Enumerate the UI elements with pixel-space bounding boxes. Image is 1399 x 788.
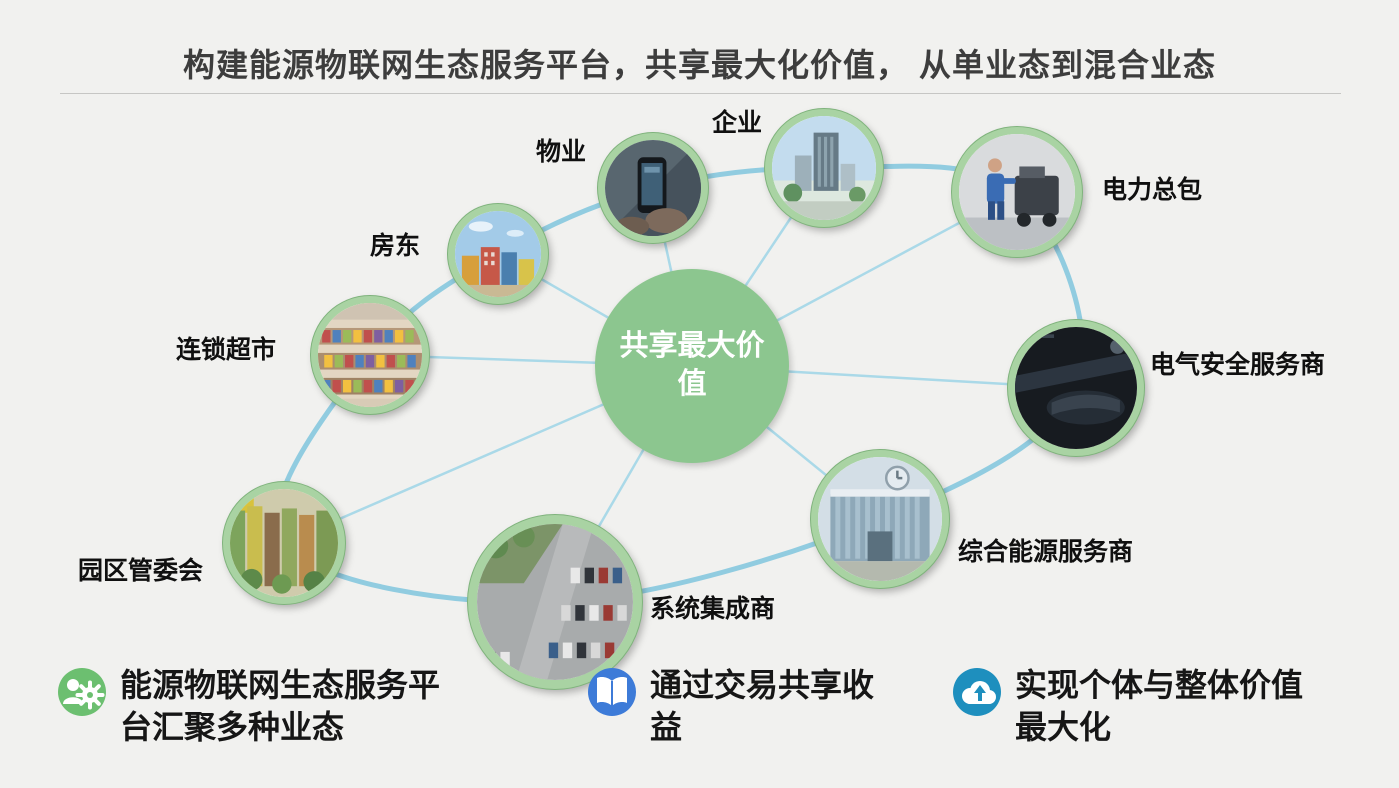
cloud-upload-icon xyxy=(953,668,1001,716)
center-label: 共享最大价值 xyxy=(619,330,765,400)
legend-text-trade: 通过交易共享收益 xyxy=(650,667,875,746)
node-enterprise xyxy=(765,109,883,227)
node-label-landlord: 房东 xyxy=(370,232,421,260)
node-label-park-committee: 园区管委会 xyxy=(78,557,204,585)
node-electrical-safety xyxy=(1008,320,1144,456)
legend-item-value: 实现个体与整体价值最大化 xyxy=(953,664,1315,748)
title-divider xyxy=(60,93,1341,94)
legend-text-value: 实现个体与整体价值最大化 xyxy=(1015,667,1304,746)
node-label-chain-supermarket: 连锁超市 xyxy=(176,336,277,364)
legend-item-trade: 通过交易共享收益 xyxy=(588,664,880,748)
property-photo xyxy=(605,140,701,236)
center-circle: 共享最大价值 xyxy=(595,269,789,463)
integrated-energy-photo xyxy=(818,457,942,581)
electrical-safety-photo xyxy=(1015,327,1137,449)
page-title: 构建能源物联网生态服务平台，共享最大化价值， 从单业态到混合业态 xyxy=(183,47,1216,83)
node-label-integrated-energy: 综合能源服务商 xyxy=(958,538,1134,566)
node-chain-supermarket xyxy=(311,296,429,414)
node-park-committee xyxy=(223,482,345,604)
open-book-icon xyxy=(588,668,636,716)
power-contractor-photo xyxy=(959,134,1075,250)
node-property xyxy=(598,133,708,243)
landlord-photo xyxy=(455,211,541,297)
legend-text-platform: 能源物联网生态服务平台汇聚多种业态 xyxy=(120,667,441,746)
node-landlord xyxy=(448,204,548,304)
node-power-contractor xyxy=(952,127,1082,257)
gear-people-icon xyxy=(58,668,106,716)
node-label-system-integrator: 系统集成商 xyxy=(650,595,776,623)
park-committee-photo xyxy=(230,489,338,597)
node-label-enterprise: 企业 xyxy=(712,109,763,137)
chain-supermarket-photo xyxy=(318,303,422,407)
node-label-electrical-safety: 电气安全服务商 xyxy=(1150,351,1326,379)
node-system-integrator xyxy=(468,515,642,689)
node-integrated-energy xyxy=(811,450,949,588)
legend-item-platform: 能源物联网生态服务平台汇聚多种业态 xyxy=(58,664,442,748)
enterprise-photo xyxy=(772,116,876,220)
node-label-power-contractor: 电力总包 xyxy=(1102,176,1203,204)
node-label-property: 物业 xyxy=(536,138,587,166)
system-integrator-photo xyxy=(477,524,633,680)
